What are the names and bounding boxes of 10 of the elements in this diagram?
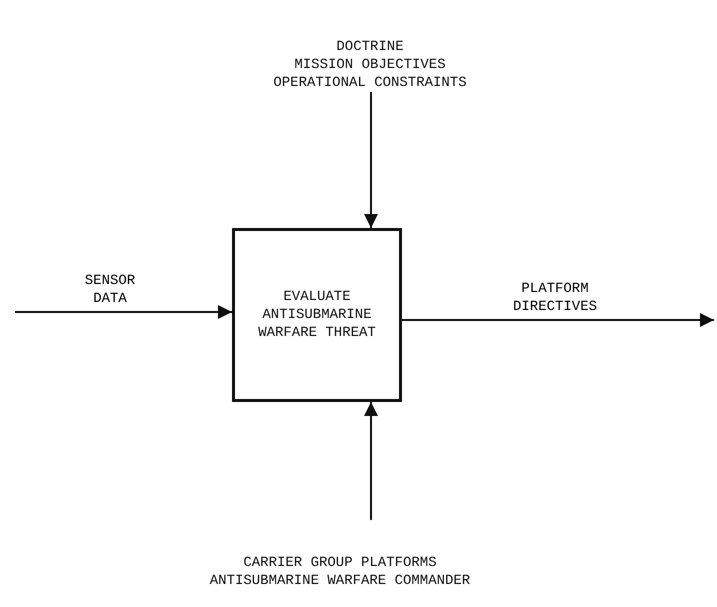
arrow [402,313,714,327]
arrow-label: CARRIER GROUP PLATFORMS [242,554,438,572]
arrow-label: DOCTRINE [335,38,405,56]
arrow [364,402,378,520]
arrow-label: OPERATIONAL CONSTRAINTS [272,74,468,92]
process-box: EVALUATE ANTISUBMARINE WARFARE THREAT [232,228,402,402]
arrow [364,92,378,228]
arrow-label: ANTISUBMARINE WARFARE COMMANDER [208,572,472,590]
arrow [15,305,232,319]
arrow-label: MISSION OBJECTIVES [293,56,447,74]
